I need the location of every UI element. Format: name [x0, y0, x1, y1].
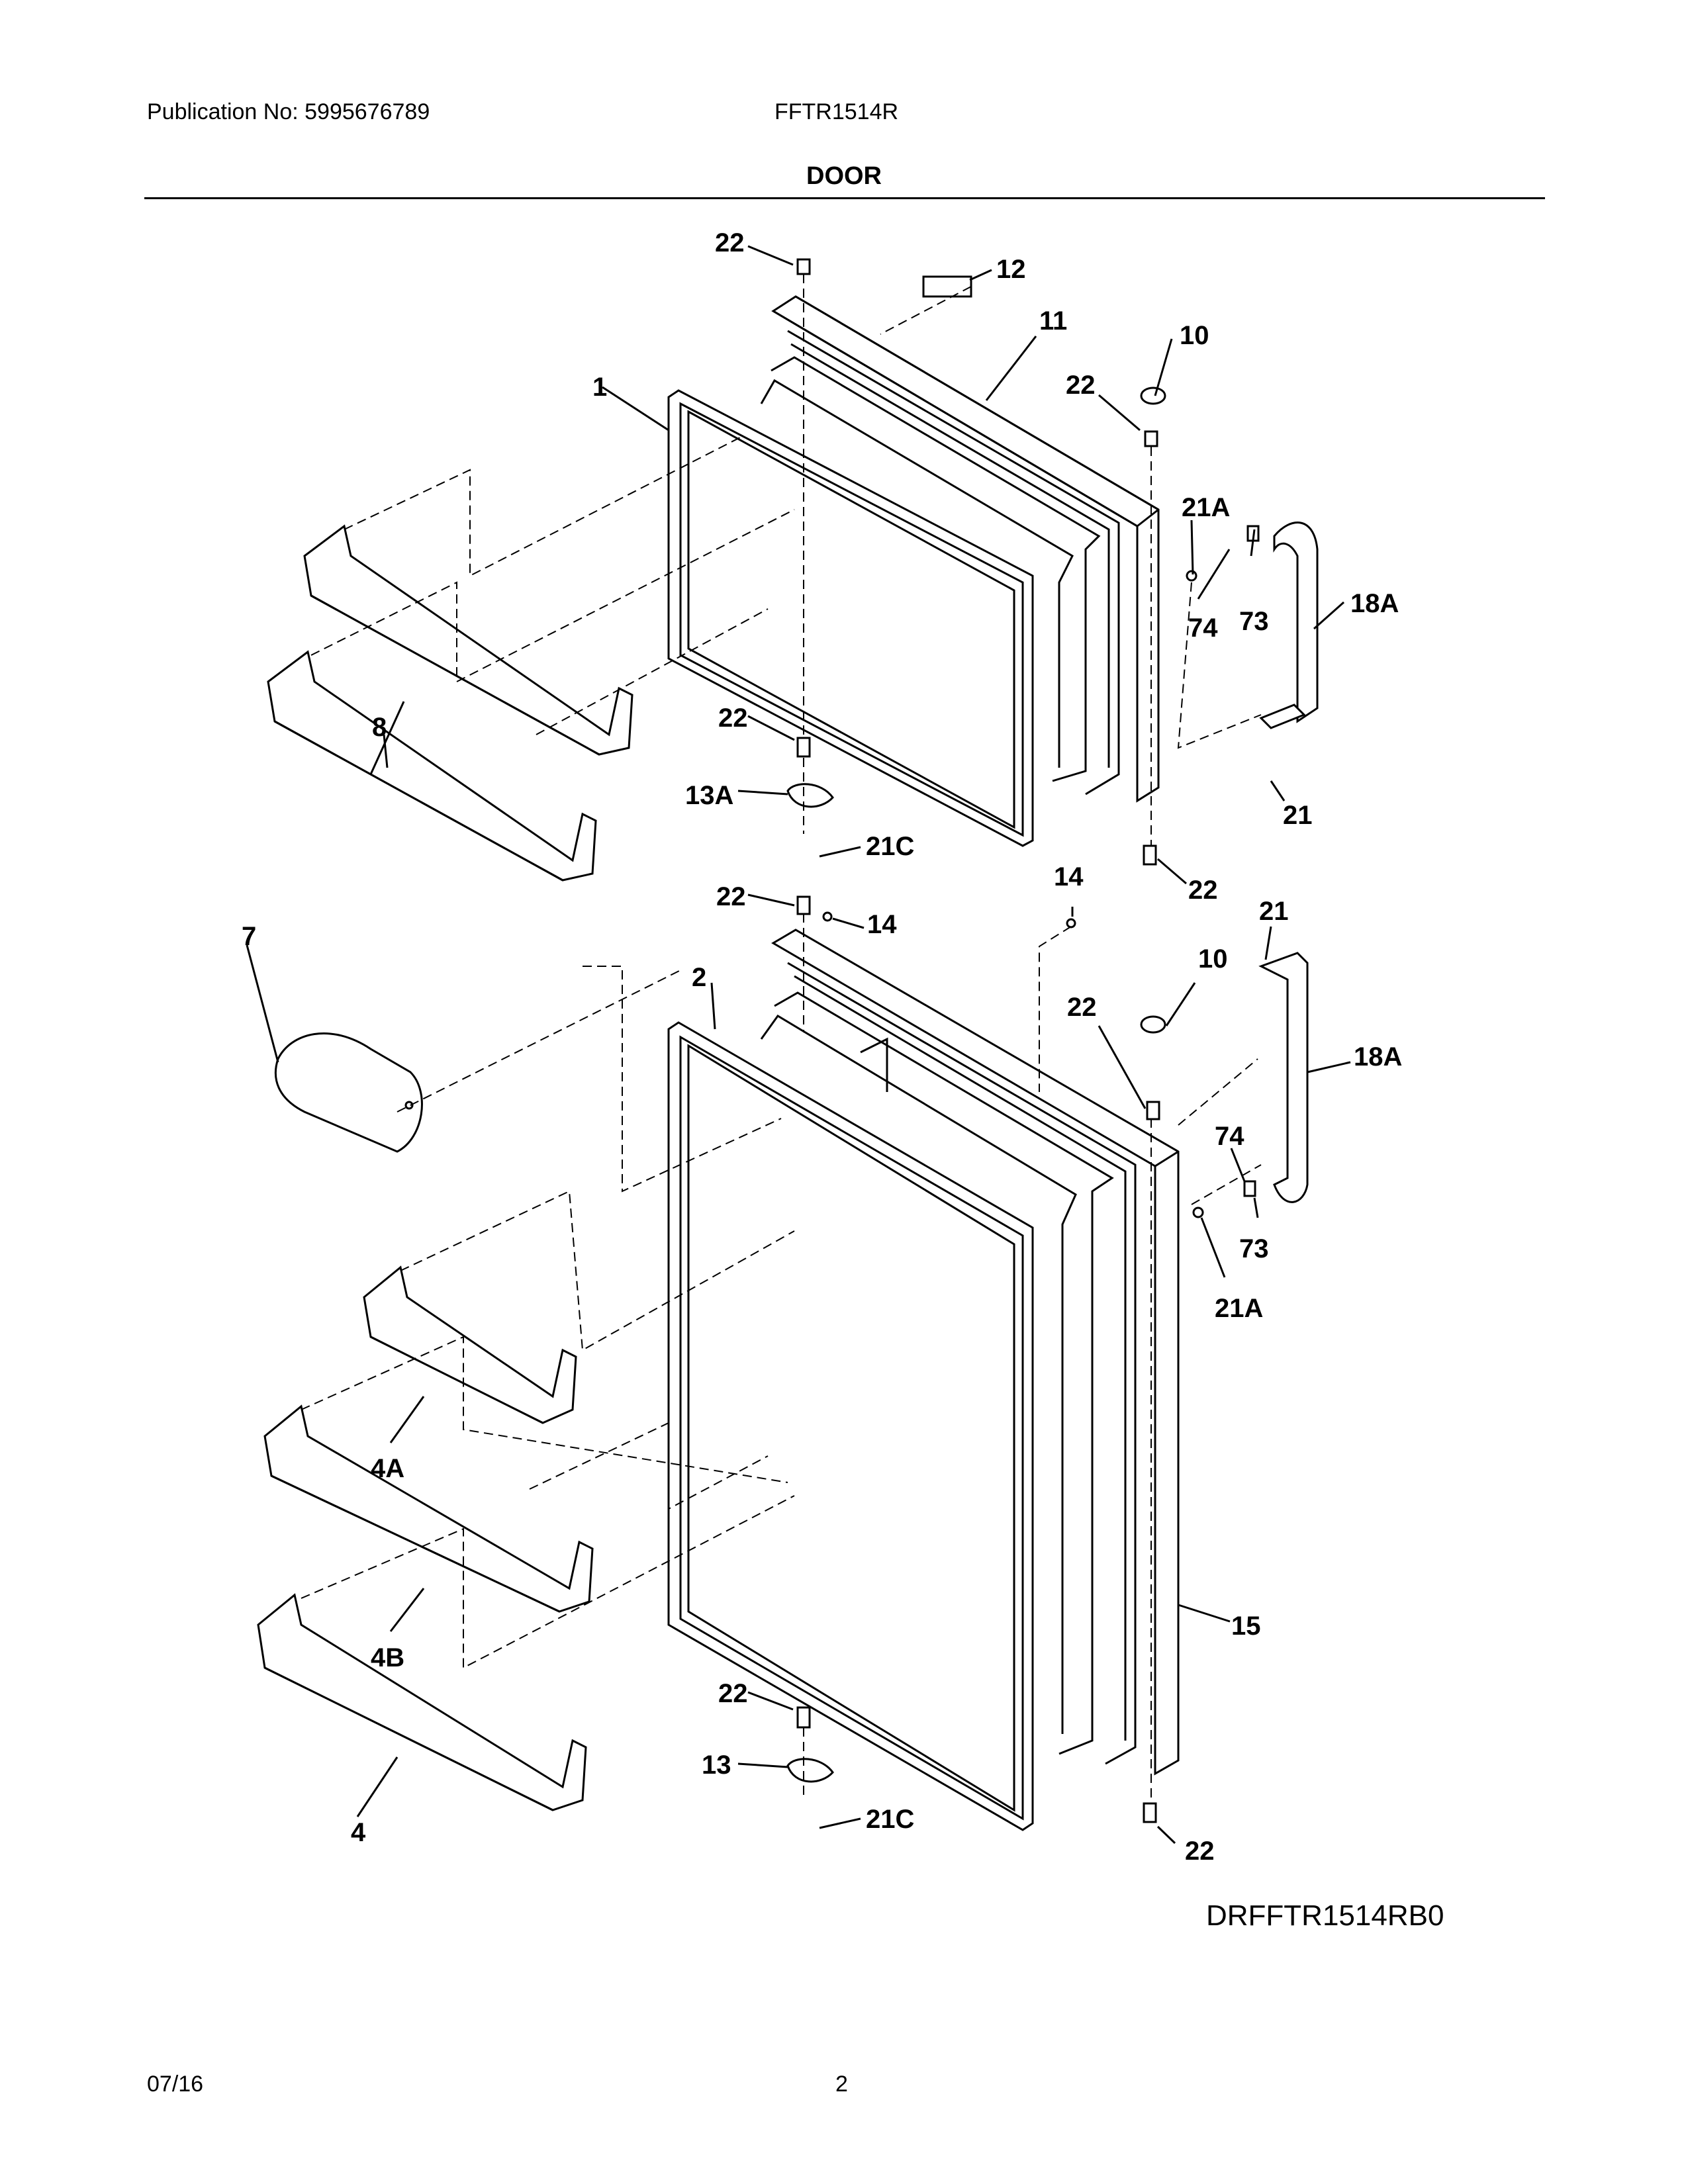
callout-22: 22 — [715, 228, 745, 257]
callout-73: 73 — [1239, 1234, 1269, 1263]
freezer-door-gasket — [667, 389, 1034, 847]
callout-22: 22 — [1067, 993, 1097, 1022]
callout-2: 2 — [692, 963, 706, 992]
callout-74: 74 — [1215, 1122, 1244, 1151]
freezer-shelf-upper — [303, 524, 633, 756]
publication-number: Publication No: 5995676789 — [147, 99, 430, 124]
callout-22: 22 — [1188, 876, 1218, 905]
callout-4b: 4B — [371, 1643, 404, 1672]
callout-8: 8 — [372, 713, 387, 742]
callout-4: 4 — [351, 1818, 366, 1847]
header-divider — [144, 197, 1545, 199]
callout-21: 21 — [1283, 801, 1313, 830]
fresh-food-door-panel — [760, 929, 1180, 1776]
door-bin-4a — [363, 1265, 577, 1424]
callout-21c: 21C — [866, 1805, 914, 1834]
dairy-bin-cover — [274, 1032, 423, 1153]
callout-21a: 21A — [1182, 493, 1230, 522]
callout-7: 7 — [242, 922, 256, 951]
explosion-lines — [301, 274, 1262, 1803]
callout-labels: 22 12 11 10 22 1 21A 74 73 18A 8 22 13A … — [242, 228, 1402, 1866]
diagram-code: DRFFTR1514RB0 — [1206, 1899, 1444, 1932]
callout-12: 12 — [996, 255, 1026, 284]
callout-21c: 21C — [866, 832, 914, 861]
page-number: 2 — [835, 2071, 848, 2097]
section-title: DOOR — [806, 162, 882, 190]
leader-lines — [246, 245, 1351, 1844]
callout-18a: 18A — [1350, 589, 1399, 618]
callout-10: 10 — [1180, 321, 1209, 350]
footer-date: 07/16 — [147, 2071, 204, 2097]
callout-1: 1 — [592, 373, 607, 402]
callout-18a: 18A — [1354, 1042, 1402, 1071]
callout-14: 14 — [867, 910, 897, 939]
callout-11: 11 — [1039, 306, 1067, 336]
callout-22: 22 — [718, 1679, 748, 1708]
fresh-food-door-gasket — [667, 1021, 1034, 1831]
callout-14: 14 — [1054, 862, 1084, 891]
callout-4a: 4A — [371, 1454, 404, 1483]
fresh-food-door-handle — [1258, 952, 1309, 1203]
callout-13: 13 — [702, 1751, 731, 1780]
door-bin-4b — [263, 1404, 594, 1613]
callout-73: 73 — [1239, 607, 1269, 636]
callout-22: 22 — [716, 882, 746, 911]
door-bin-4 — [257, 1593, 587, 1811]
callout-10: 10 — [1198, 944, 1228, 974]
hardware-parts — [786, 258, 1260, 1823]
freezer-shelf-lower — [267, 650, 597, 882]
freezer-door-handle — [1259, 522, 1319, 729]
freezer-door-panel — [760, 295, 1160, 803]
callout-22: 22 — [1066, 371, 1096, 400]
callout-74: 74 — [1188, 614, 1218, 643]
callout-13a: 13A — [685, 781, 733, 810]
callout-15: 15 — [1231, 1612, 1261, 1641]
model-number: FFTR1514R — [774, 99, 899, 124]
callout-21: 21 — [1259, 897, 1289, 926]
callout-22: 22 — [1185, 1837, 1215, 1866]
callout-21a: 21A — [1215, 1294, 1263, 1323]
callout-22: 22 — [718, 704, 748, 733]
